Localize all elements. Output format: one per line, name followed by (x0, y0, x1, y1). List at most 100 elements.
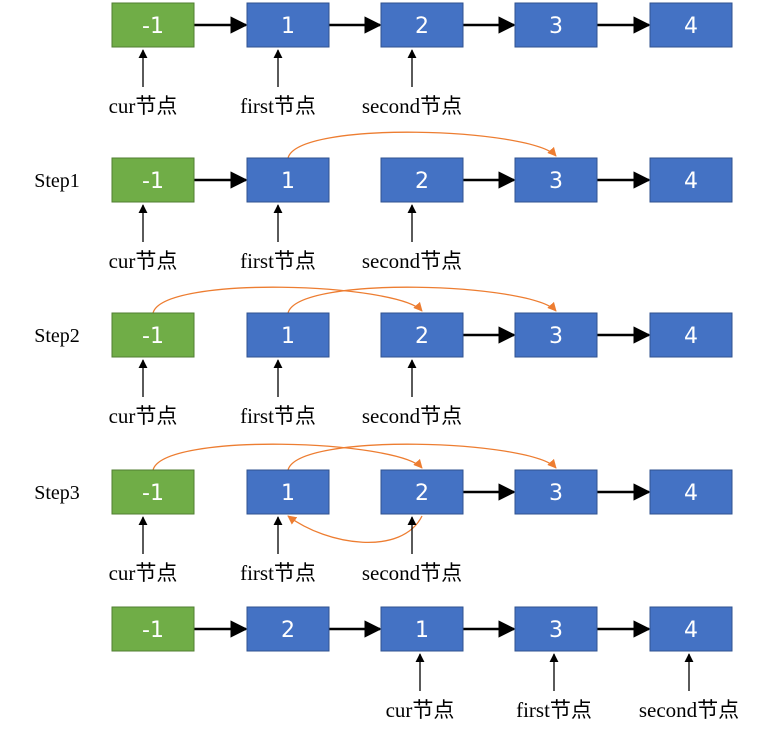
node-box (246, 157, 330, 203)
node-value: 2 (281, 618, 295, 643)
node-box (649, 312, 733, 358)
list-node: -1 (111, 469, 195, 515)
pointer-name: second节点 (639, 698, 739, 722)
pointer-name: first节点 (240, 94, 316, 118)
node-box (246, 2, 330, 48)
pointer-name: first节点 (516, 698, 592, 722)
list-node: 4 (649, 312, 733, 358)
node-box (380, 469, 464, 515)
node-box (514, 157, 598, 203)
list-node: 1 (246, 312, 330, 358)
list-node: 3 (514, 157, 598, 203)
node-value: 1 (415, 618, 429, 643)
node-value: 1 (281, 14, 295, 39)
node-value: 3 (549, 14, 563, 39)
node-value: -1 (142, 14, 164, 39)
node-box (111, 157, 195, 203)
node-value: 2 (415, 14, 429, 39)
pointer-label: first节点 (516, 653, 592, 722)
list-node: 1 (246, 157, 330, 203)
node-value: 4 (684, 481, 698, 506)
node-box (649, 2, 733, 48)
list-node: -1 (111, 606, 195, 652)
node-box (649, 606, 733, 652)
pointer-name: second节点 (362, 94, 462, 118)
node-value: 4 (684, 169, 698, 194)
node-box (649, 157, 733, 203)
node-value: 1 (281, 169, 295, 194)
node-value: 2 (415, 481, 429, 506)
list-node: 4 (649, 2, 733, 48)
pointer-label: second节点 (639, 653, 739, 722)
pointer-label: cur节点 (109, 49, 177, 118)
pointer-name: cur节点 (109, 249, 178, 273)
step-label: Step3 (34, 482, 80, 504)
pointer-name: cur节点 (109, 404, 178, 428)
list-node: 3 (514, 606, 598, 652)
pointer-label: second节点 (362, 516, 462, 585)
list-node: -1 (111, 157, 195, 203)
list-node: 4 (649, 157, 733, 203)
node-box (246, 469, 330, 515)
node-box (111, 469, 195, 515)
node-value: 3 (549, 481, 563, 506)
list-node: 2 (380, 2, 464, 48)
pointer-name: cur节点 (109, 561, 178, 585)
pointer-label: second节点 (362, 49, 462, 118)
node-value: 2 (415, 324, 429, 349)
list-node: 4 (649, 469, 733, 515)
node-box (514, 312, 598, 358)
pointer-label: cur节点 (109, 516, 178, 585)
node-value: 1 (281, 481, 295, 506)
pointer-label: second节点 (362, 359, 462, 428)
list-node: 1 (246, 2, 330, 48)
row-5: -1 2 1 3 4 cur节点 first节点 second节点 (111, 606, 739, 722)
step-label: Step1 (34, 170, 80, 192)
list-node: 1 (246, 469, 330, 515)
list-node: 1 (380, 606, 464, 652)
node-box (649, 469, 733, 515)
list-node: 3 (514, 469, 598, 515)
pointer-label: second节点 (362, 204, 462, 273)
pointer-label: cur节点 (109, 204, 178, 273)
pointer-label: cur节点 (109, 359, 178, 428)
node-box (111, 606, 195, 652)
pointer-label: first节点 (240, 516, 316, 585)
node-value: 4 (684, 324, 698, 349)
pointer-name: first节点 (240, 404, 316, 428)
node-value: -1 (142, 324, 164, 349)
pointer-label: first节点 (240, 49, 316, 118)
node-value: 3 (549, 618, 563, 643)
list-node: 2 (246, 606, 330, 652)
node-box (246, 606, 330, 652)
pointer-name: second节点 (362, 404, 462, 428)
node-box (514, 469, 598, 515)
node-value: 3 (549, 169, 563, 194)
pointer-name: second节点 (362, 561, 462, 585)
node-box (111, 312, 195, 358)
node-box (246, 312, 330, 358)
node-value: -1 (142, 169, 164, 194)
list-node: 2 (380, 312, 464, 358)
node-box (380, 157, 464, 203)
row-1: -1 1 2 3 4 cur节点 first节点 second节点 (109, 2, 733, 118)
rewired-pointer-arrow (152, 286, 423, 314)
list-node: 3 (514, 2, 598, 48)
pointer-name: cur节点 (386, 698, 455, 722)
node-box (111, 2, 195, 48)
list-node: 4 (649, 606, 733, 652)
row-4: Step3 -1 1 2 3 4 cur节点 first节点 second节点 (34, 443, 733, 585)
list-node: 3 (514, 312, 598, 358)
node-value: 2 (415, 169, 429, 194)
rewired-pointer-arrow (287, 131, 557, 159)
pointer-name: first节点 (240, 249, 316, 273)
node-value: -1 (142, 481, 164, 506)
rewired-pointer-arrow (287, 443, 557, 471)
node-value: 1 (281, 324, 295, 349)
pointer-label: cur节点 (386, 653, 455, 722)
rewired-pointer-arrow (287, 286, 557, 314)
node-box (514, 2, 598, 48)
rewired-pointer-arrow (152, 443, 423, 471)
